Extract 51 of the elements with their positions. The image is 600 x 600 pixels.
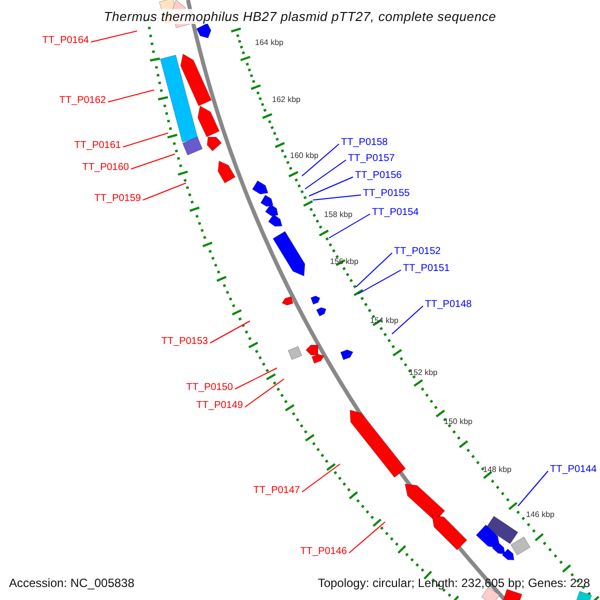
gene-label: TT_P0148 (425, 299, 472, 311)
accession-text: Accession: NC_005838 (9, 576, 134, 590)
tick-label: 152 kbp (409, 368, 438, 378)
tick-label: 164 kbp (255, 38, 284, 48)
gene-label: TT_P0164 (42, 35, 89, 47)
gene-label: TT_P0154 (372, 207, 419, 219)
leader-line (210, 320, 250, 344)
gene-label: TT_P0158 (341, 137, 388, 149)
gene-label: TT_P0155 (363, 188, 410, 200)
leader-line (234, 368, 278, 390)
leader-line (142, 182, 186, 200)
gene-label: TT_P0159 (94, 193, 141, 205)
gene-label: TT_P0162 (59, 95, 106, 107)
tick-label: 154 kbp (370, 316, 398, 326)
gene-label: TT_P0144 (550, 464, 597, 476)
gene-label: TT_P0156 (355, 170, 402, 182)
gene-label: TT_P0147 (253, 485, 300, 497)
leader-line (308, 176, 354, 196)
gene-label: TT_P0150 (186, 382, 233, 394)
gene-label: TT_P0152 (394, 246, 441, 258)
leader-line (302, 464, 340, 492)
tick-label: 158 kbp (324, 210, 352, 220)
leader-line (518, 470, 548, 506)
tick-label: 148 kbp (483, 465, 512, 475)
gene-label: TT_P0160 (82, 162, 129, 174)
tick-label: 150 kbp (444, 417, 472, 427)
leader-line (348, 522, 386, 554)
leader-line (328, 214, 370, 238)
tick-label: 146 kbp (526, 510, 554, 520)
leader-line (358, 270, 402, 294)
leader-line (312, 194, 362, 200)
gene-label: TT_P0161 (74, 140, 121, 152)
tick-label: 160 kbp (290, 151, 318, 161)
gene-label: TT_P0146 (300, 546, 347, 558)
leader-line (304, 160, 346, 190)
leader-line (90, 30, 138, 42)
topology-text: Topology: circular; Length: 232,605 bp; Genes: 228 (318, 576, 590, 590)
tick-label: 162 kbp (272, 95, 300, 105)
leader-line (244, 378, 284, 408)
tick-label: 156 kbp (330, 257, 358, 267)
map-title: Thermus thermophilus HB27 plasmid pTT27, complete sequence (102, 9, 498, 24)
leader-line (356, 252, 392, 288)
leader-line (392, 306, 424, 334)
leader-line (130, 154, 176, 170)
leader-line (108, 90, 154, 102)
gene-label: TT_P0157 (348, 153, 395, 165)
gene-label: TT_P0149 (196, 400, 243, 412)
leader-line (302, 144, 340, 176)
leader-line (122, 132, 168, 148)
gene-label: TT_P0151 (403, 263, 450, 275)
gene-label: TT_P0153 (161, 336, 208, 348)
